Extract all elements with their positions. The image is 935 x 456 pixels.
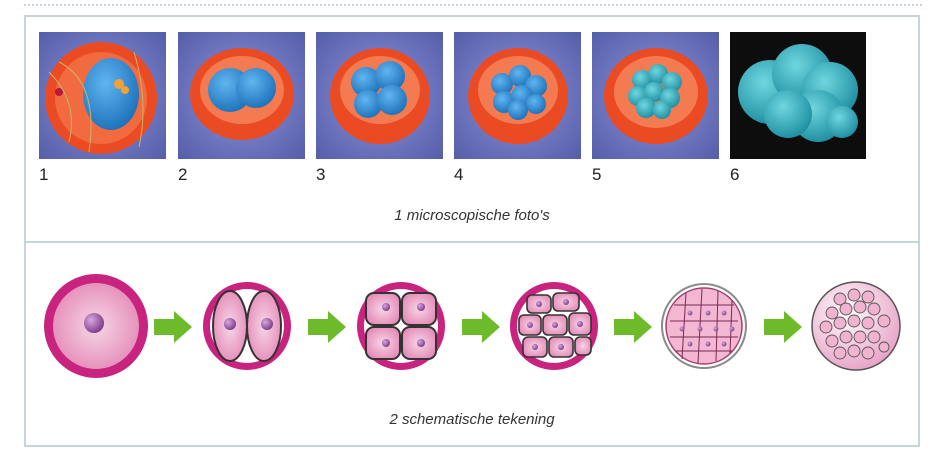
stage-5-morula [661,283,747,369]
stage-6-blastula [811,281,901,371]
schematic-diagram [44,274,901,378]
schematic-panel: 2 schematische tekening [24,241,920,447]
photo-label-6: 6 [730,165,740,184]
dotted-divider [24,4,922,6]
stage-2-two-cells [203,282,291,370]
arrow-2 [308,311,346,343]
stage-3-four-cells [357,282,445,370]
photo-label-2: 2 [178,165,188,184]
photos-caption: 1 microscopische foto's [394,207,550,224]
arrow-4 [614,311,652,343]
photo-label-4: 4 [454,165,464,184]
photo-stage-2 [178,32,305,159]
photo-stage-6 [730,32,866,159]
photo-label-5: 5 [592,165,602,184]
photo-label-3: 3 [316,165,326,184]
schematic-caption: 2 schematische tekening [389,411,555,428]
photo-label-1: 1 [39,165,49,184]
stage-4-eight-cells [510,282,598,370]
photo-stage-1 [39,32,166,159]
microscope-photos-panel: 1 2 3 4 5 6 1 microscopische foto's [24,15,920,243]
photo-stage-4 [454,32,581,159]
arrow-1 [154,311,192,343]
stage-1-zygote [44,274,148,378]
arrow-3 [462,311,500,343]
photo-stage-3 [316,32,443,159]
photo-stage-5 [592,32,719,159]
arrow-5 [764,311,802,343]
